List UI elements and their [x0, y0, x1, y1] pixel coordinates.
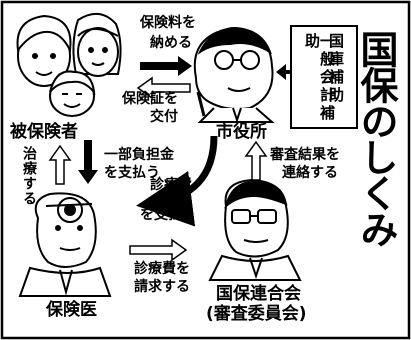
- doctor-illustration: [18, 192, 112, 297]
- premium-text-1: 保険料を: [140, 15, 196, 31]
- national-subsidy-label: 国庫補助: [327, 33, 345, 105]
- subsidy-box: 国庫補助 一般会計補助: [290, 25, 358, 129]
- insured-family-illustration: [16, 13, 122, 117]
- review-arrow: [244, 140, 268, 181]
- copay-arrow: [78, 140, 98, 184]
- premium-text-2: 納める: [150, 35, 192, 51]
- diagram-title: 国保のしくみ: [354, 30, 398, 246]
- review-text-2: 連絡する: [282, 165, 338, 181]
- fee-pay-text-1: 診療費: [150, 177, 192, 193]
- card-text-1: 保険証を: [122, 91, 178, 107]
- federation-sub-label: (審査委員会): [206, 304, 307, 324]
- federation-reviewer-illustration: [208, 178, 302, 281]
- subsidy-arrow: [276, 64, 290, 80]
- review-text-1: 審査結果を: [270, 147, 340, 163]
- treat-arrow: [48, 144, 72, 185]
- premium-arrow: [140, 56, 192, 76]
- general-account-subsidy-label: 一般会計補助: [303, 33, 336, 123]
- fee-pay-text-2: を支払う: [140, 207, 196, 223]
- copay-text-1: 一部負担金: [104, 147, 174, 163]
- fee-claim-text-2: 請求する: [134, 279, 190, 295]
- city-label: 市役所: [216, 122, 267, 142]
- insured-label: 被保険者: [10, 122, 78, 142]
- copay-text-2: を支払う: [104, 165, 160, 181]
- card-text-2: 交付: [150, 109, 178, 125]
- fee-claim-text-1: 診療費を: [134, 261, 190, 277]
- treat-text: 治療する: [21, 146, 37, 206]
- federation-label: 国保連合会: [216, 284, 301, 304]
- city-official-illustration: [193, 26, 275, 124]
- doctor-label: 保険医: [46, 300, 97, 320]
- fee-claim-arrow: [129, 238, 188, 262]
- card-arrow: [136, 76, 191, 100]
- fee-pay-arrow: [136, 135, 218, 227]
